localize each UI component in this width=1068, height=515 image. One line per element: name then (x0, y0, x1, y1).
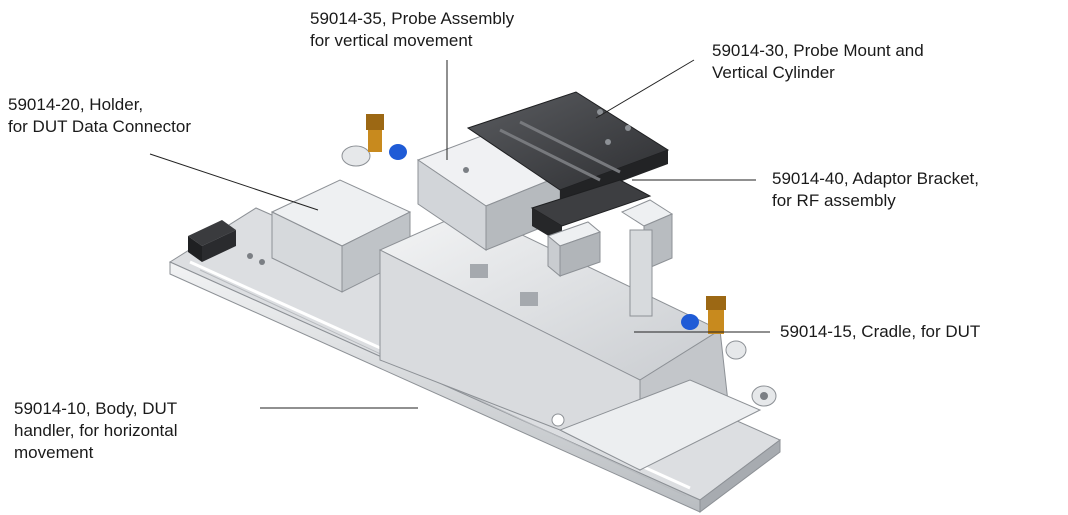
leader-lines (149, 59, 770, 409)
callout-line: for vertical movement (310, 31, 473, 50)
callout-line: 59014-20, Holder, (8, 95, 144, 114)
black-clamp-block (188, 220, 236, 262)
callout-line: handler, for horizontal (14, 421, 178, 440)
callout-line: movement (14, 443, 94, 462)
callout-adaptor-bracket: 59014-40, Adaptor Bracket, for RF assemb… (772, 168, 979, 212)
callout-cradle: 59014-15, Cradle, for DUT (780, 321, 980, 343)
leader-holder (149, 153, 319, 211)
callout-line: for DUT Data Connector (8, 117, 191, 136)
callout-line: 59014-35, Probe Assembly (310, 9, 515, 28)
callout-line: 59014-40, Adaptor Bracket, (772, 169, 979, 188)
callout-body: 59014-10, Body, DUT handler, for horizon… (14, 398, 178, 464)
callout-line: Vertical Cylinder (712, 63, 835, 82)
air-fitting-right (681, 296, 777, 407)
callout-line: 59014-30, Probe Mount and (712, 41, 924, 60)
adaptor-bracket (530, 179, 674, 317)
cradle-body (378, 209, 762, 471)
callout-line: 59014-10, Body, DUT (14, 399, 178, 418)
callout-probe-assembly: 59014-35, Probe Assembly for vertical mo… (310, 8, 514, 52)
air-fitting-left (341, 114, 407, 167)
callout-line: 59014-15, Cradle, for DUT (780, 322, 981, 341)
callout-probe-mount: 59014-30, Probe Mount and Vertical Cylin… (712, 40, 924, 84)
callout-line: for RF assembly (772, 191, 896, 210)
probe-assembly-block (416, 131, 562, 251)
callout-holder: 59014-20, Holder, for DUT Data Connector (8, 94, 191, 138)
holder-block (247, 179, 412, 293)
leader-probe-mount (595, 59, 695, 119)
